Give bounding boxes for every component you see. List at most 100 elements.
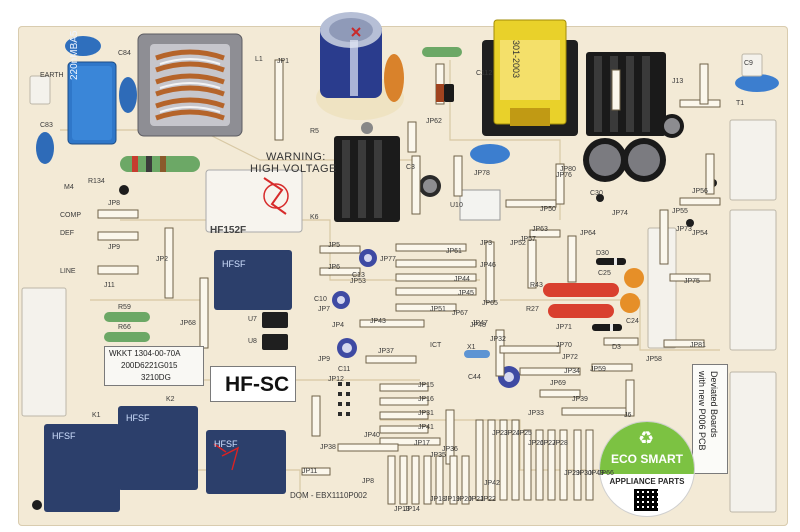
y-capacitor-right bbox=[735, 74, 779, 92]
ref-designator: JP30 bbox=[576, 470, 592, 477]
sticker-line3: 3210DG bbox=[141, 373, 171, 382]
ref-designator: JP9 bbox=[318, 356, 331, 363]
ref-designator: JP17 bbox=[414, 440, 430, 447]
ref-designator: C24 bbox=[626, 318, 639, 325]
relay-mark-3: HFSF bbox=[126, 413, 150, 423]
warning-line1: WARNING: bbox=[266, 151, 326, 163]
y-capacitor-top bbox=[65, 36, 101, 56]
relay-mark-4: HFSF bbox=[214, 439, 238, 449]
jumper-pads bbox=[97, 59, 721, 505]
ref-designator: C84 bbox=[118, 50, 131, 57]
ref-designator: JP8 bbox=[108, 200, 121, 207]
ref-designator: JP76 bbox=[556, 172, 572, 179]
ref-designator: JP55 bbox=[672, 208, 688, 215]
eco-badge-top bbox=[600, 422, 694, 474]
common-mode-choke bbox=[137, 33, 243, 137]
ref-designator: JP25 bbox=[516, 430, 532, 437]
ref-designator: D30 bbox=[596, 250, 609, 257]
deviation-sticker: Deviated Boards with new P006 PCB bbox=[692, 364, 728, 474]
white-relay bbox=[205, 169, 303, 233]
eco-badge-title: ECO SMART bbox=[611, 452, 683, 466]
ref-designator: JP54 bbox=[692, 230, 708, 237]
transformer bbox=[482, 19, 578, 136]
ref-designator: JP23 bbox=[492, 430, 508, 437]
ref-designator: JP3 bbox=[480, 240, 493, 247]
ref-designator: COMP bbox=[60, 212, 81, 219]
ref-designator: JP14 bbox=[404, 506, 420, 513]
ref-designator: JP22 bbox=[480, 496, 496, 503]
ref-designator: JP46 bbox=[480, 262, 496, 269]
ref-designator: C3 bbox=[406, 164, 415, 171]
ref-designator: JP20 bbox=[456, 496, 472, 503]
ref-designator: JP62 bbox=[426, 118, 442, 125]
ref-designator: M4 bbox=[64, 184, 74, 191]
ref-designator: JP43 bbox=[370, 318, 386, 325]
connectors bbox=[21, 53, 777, 513]
ref-designator: D3 bbox=[612, 344, 621, 351]
ref-designator: JP27 bbox=[540, 440, 556, 447]
relays bbox=[44, 250, 292, 512]
ref-designator: JP35 bbox=[430, 452, 446, 459]
ref-designator: JP18 bbox=[430, 496, 446, 503]
ref-designator: JP1 bbox=[277, 58, 290, 65]
ref-designator: JP48 bbox=[470, 322, 486, 329]
ref-designator: C83 bbox=[40, 122, 53, 129]
ref-designator: JP66 bbox=[598, 470, 614, 477]
ref-designator: T1 bbox=[736, 100, 745, 107]
ref-designator: X1 bbox=[467, 344, 476, 351]
ref-designator: JP71 bbox=[556, 324, 572, 331]
ref-designator: JP59 bbox=[590, 366, 606, 373]
ref-designator: C25 bbox=[598, 270, 611, 277]
orange-capacitor bbox=[384, 54, 404, 102]
ref-designator: K6 bbox=[310, 214, 319, 221]
ref-designator: R27 bbox=[526, 306, 539, 313]
x-capacitor bbox=[67, 61, 117, 145]
ref-designator: JP8 bbox=[362, 478, 375, 485]
ref-designator: JP51 bbox=[430, 306, 446, 313]
ref-designator: U7 bbox=[248, 316, 257, 323]
ref-designator: JP73 bbox=[676, 226, 692, 233]
ref-designator: JP9 bbox=[108, 244, 121, 251]
red-marks bbox=[213, 443, 240, 471]
ref-designator: C44 bbox=[468, 374, 481, 381]
power-resistors bbox=[104, 47, 619, 342]
ref-designator: JP53 bbox=[350, 278, 366, 285]
eco-badge-subtitle: APPLIANCE PARTS bbox=[609, 477, 685, 486]
ref-designator: J6 bbox=[624, 412, 632, 419]
ref-designator: JP80 bbox=[560, 166, 576, 173]
y-capacitor-small bbox=[36, 132, 54, 164]
ref-designator: JP78 bbox=[474, 170, 490, 177]
ref-designator: R5 bbox=[310, 128, 319, 135]
ref-designator: JP50 bbox=[540, 206, 556, 213]
relay-mark-0: HF152F bbox=[210, 225, 247, 236]
diodes bbox=[436, 84, 626, 331]
ref-designator: J13 bbox=[672, 78, 684, 85]
ref-designator: JP31 bbox=[418, 410, 434, 417]
optocoupler bbox=[459, 189, 501, 221]
ref-designator: K2 bbox=[166, 396, 175, 403]
ref-designator: R43 bbox=[530, 282, 543, 289]
ref-designator: R66 bbox=[118, 324, 131, 331]
relay-mark-2: HFSF bbox=[52, 431, 76, 441]
ref-designator: JP77 bbox=[380, 256, 396, 263]
ref-designator: L1 bbox=[255, 56, 263, 63]
ref-designator: C13 bbox=[352, 272, 365, 279]
ref-designator: JP44 bbox=[454, 276, 470, 283]
ref-designator: JP56 bbox=[692, 188, 708, 195]
sticker-line1: WKKT 1304-00-70A bbox=[109, 349, 181, 358]
ref-designator: JP2 bbox=[156, 256, 169, 263]
ref-designator: JP65 bbox=[482, 300, 498, 307]
ref-designator: JP28 bbox=[552, 440, 568, 447]
ref-designator: JP47 bbox=[472, 320, 488, 327]
ref-designator: C9 bbox=[744, 60, 753, 67]
qr-code bbox=[634, 489, 658, 511]
ref-designator: JP57 bbox=[520, 236, 536, 243]
ref-designator: K1 bbox=[92, 412, 101, 419]
ref-designator: JP16 bbox=[418, 396, 434, 403]
ref-designator: JP61 bbox=[446, 248, 462, 255]
y-capacitor-left bbox=[119, 77, 137, 113]
eco-smart-badge: ♻ ECO SMART APPLIANCE PARTS bbox=[600, 422, 694, 516]
ref-designator: C30 bbox=[590, 190, 603, 197]
